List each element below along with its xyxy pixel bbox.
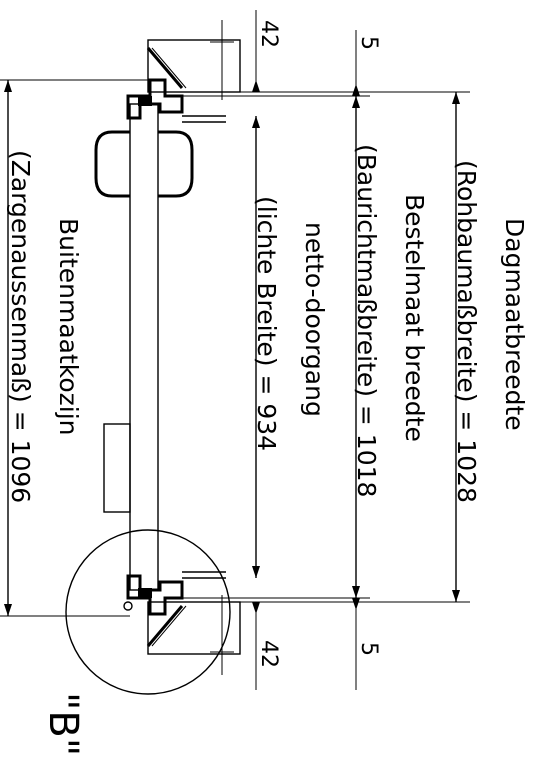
detail-mark-label: "B" (40, 692, 86, 756)
buiten-value: (Zargenaussenmaß) = 1096 (6, 150, 35, 503)
bestelmaat-value: (Baurichtmaßbreite) = 1018 (352, 144, 381, 497)
dim-small-bottom (252, 598, 360, 690)
top-5-label: 5 (356, 36, 381, 50)
bottom-5-label: 5 (356, 642, 381, 656)
frame-top (126, 47, 226, 123)
buiten-title: Buitenmaatkozijn (54, 218, 83, 436)
detail-circle (65, 529, 231, 695)
bottom-42-label: 42 (256, 640, 281, 668)
netto-value: (lichte Breite) = 934 (252, 196, 281, 451)
door-handle (94, 130, 194, 198)
frame-bottom (123, 571, 226, 647)
bestelmaat-title: Bestelmaat breedte (400, 194, 429, 442)
top-42-label: 42 (256, 20, 281, 48)
netto-title: netto-doorgang (300, 222, 329, 417)
dagmaat-title: Dagmaatbreedte (500, 218, 529, 431)
dim-small-top (252, 10, 360, 96)
dim-outer-frame (0, 79, 150, 617)
lock-plate (103, 423, 131, 513)
wall-top (147, 20, 241, 100)
dim-net-opening (252, 116, 260, 578)
door-leaf (129, 103, 159, 591)
wall-bottom (147, 595, 241, 675)
dim-order-size (182, 95, 370, 599)
dagmaat-value: (Rohbaumaßbreite) = 1028 (452, 160, 481, 503)
